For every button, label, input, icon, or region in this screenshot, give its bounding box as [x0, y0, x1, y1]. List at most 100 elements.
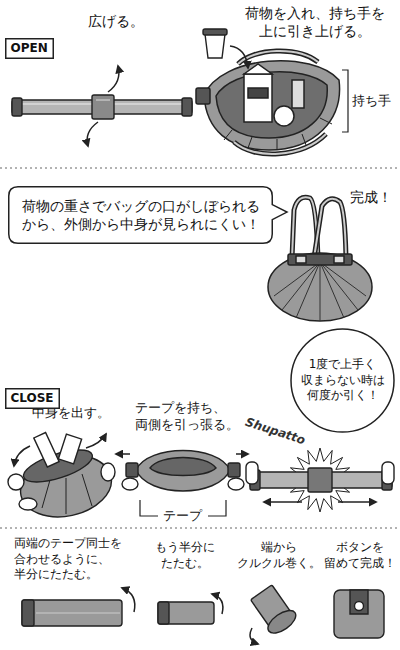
pull-arrow: [236, 453, 248, 455]
quarter-folded: [158, 602, 214, 624]
half-folded: [22, 600, 122, 626]
open-bag: [234, 134, 326, 154]
finished-bag: [288, 254, 352, 265]
folded-bag: [12, 95, 192, 119]
finished-bag: [314, 199, 346, 258]
label-text: テープを持ち、 両側を引っ張る。: [135, 400, 239, 434]
text-line: 荷物を入れ、持ち手を: [245, 4, 385, 22]
label-text: 両端のテープ同士を 合わせるように、 半分にたたむ。: [14, 536, 122, 583]
pleat-lines: [42, 480, 50, 508]
half-folded: [22, 600, 34, 626]
rolled-bag: [248, 583, 299, 637]
empty-arrow: [14, 446, 30, 466]
pleat-lines: [302, 134, 306, 145]
pulled-bag: [122, 451, 244, 492]
pull-arrow: [264, 501, 302, 503]
pleat-lines: [282, 262, 320, 310]
pleat-lines: [224, 130, 232, 140]
folded-bag: [92, 95, 114, 119]
text-line: テープ: [163, 508, 202, 525]
label-text: Shupatto: [243, 415, 307, 449]
text-line: 合わせるように、: [14, 552, 122, 568]
text-line: クルクル巻く。: [237, 556, 321, 572]
text-line: 持ち手: [352, 93, 391, 110]
label-text: 荷物を入れ、持ち手を 上に引き上げる。: [245, 4, 385, 40]
folding-band: [246, 462, 258, 484]
cup: [205, 34, 225, 58]
node-outline: [8, 186, 273, 244]
label-text: 端から クルクル巻く。: [237, 540, 321, 571]
half-folded: [22, 600, 122, 626]
finished-bag: [334, 256, 344, 263]
half-folded: [36, 613, 120, 614]
node-text: 荷物の重さでバッグの口がしぼられる から、外側から中身が見られにくい！: [22, 197, 260, 233]
node-text: 1度で上手く 収まらない時は 何度か引く！: [301, 357, 385, 404]
cup: [203, 29, 227, 35]
open-bag: [196, 51, 340, 154]
fold-arrow: [122, 588, 135, 612]
pleat-lines: [248, 137, 252, 148]
label-text: 完成！: [350, 188, 392, 206]
emptying-bag: [101, 463, 115, 481]
text-line: Shupatto: [243, 415, 307, 449]
unfold-arrow: [87, 122, 98, 146]
label-text: テープ: [163, 508, 202, 525]
insert-arrow: [230, 46, 248, 68]
buttoned-bag: [350, 590, 368, 614]
text-line: 何度か引く！: [301, 388, 385, 404]
folded-bag: [96, 100, 110, 101]
pleat-lines: [296, 262, 320, 318]
pull-arrow: [338, 501, 376, 503]
pull-arrow: [116, 453, 130, 455]
pulled-bag: [228, 478, 244, 490]
node-text: CLOSE: [11, 391, 54, 407]
text-line: ボタンを: [324, 540, 396, 556]
open-bag: [248, 88, 268, 98]
pulled-bag: [136, 451, 230, 492]
open-bag: [216, 72, 327, 138]
handle-bracket: [342, 70, 348, 132]
cup: [203, 29, 227, 58]
buttoned-bag: [355, 602, 364, 611]
emptying-bag: [58, 434, 81, 464]
label-text: 広げる。: [88, 12, 144, 30]
pleat-lines: [82, 474, 92, 506]
quarter-folded: [158, 602, 169, 624]
open-bag: [292, 80, 304, 108]
pull-arrow: [116, 453, 248, 455]
open-bag: [196, 88, 210, 104]
folding-band: [246, 462, 394, 492]
folding-band: [308, 468, 332, 492]
tape-bracket: [140, 500, 158, 516]
text-line: 収まらない時は: [301, 373, 385, 389]
pull-arrow: [264, 501, 376, 503]
open-bag: [204, 61, 340, 150]
label-text: もう半分に たたむ。: [155, 540, 215, 571]
text-line: もう半分に: [155, 540, 215, 556]
open-bag: [274, 106, 294, 126]
node-text: OPEN: [11, 41, 48, 57]
folded-bag: [12, 98, 22, 116]
speech-bubble: 荷物の重さでバッグの口がしぼられる から、外側から中身が見られにくい！: [8, 186, 273, 244]
open-bag: [234, 134, 326, 154]
emptying-bag: [19, 498, 37, 510]
node-outline: [291, 329, 394, 432]
open-bag: [238, 51, 318, 64]
text-line: 1度で上手く: [301, 357, 385, 373]
text-line: 完成！: [350, 188, 392, 206]
section-tag: CLOSE: [5, 388, 60, 409]
unfold-arrow: [108, 66, 119, 92]
folded-bag: [182, 98, 192, 116]
text-line: 荷物の重さでバッグの口がしぼられる: [22, 197, 260, 215]
node-outline: [6, 39, 54, 59]
emptying-bag: [34, 433, 59, 467]
pleat-lines: [320, 118, 332, 124]
roll-arrow: [250, 628, 258, 644]
text-line: OPEN: [11, 41, 48, 57]
open-bag: [244, 74, 272, 122]
text-line: 半分にたたむ。: [14, 567, 122, 583]
pleat-lines: [274, 262, 366, 321]
pleat-lines: [320, 262, 321, 321]
empty-arrow: [14, 434, 106, 466]
